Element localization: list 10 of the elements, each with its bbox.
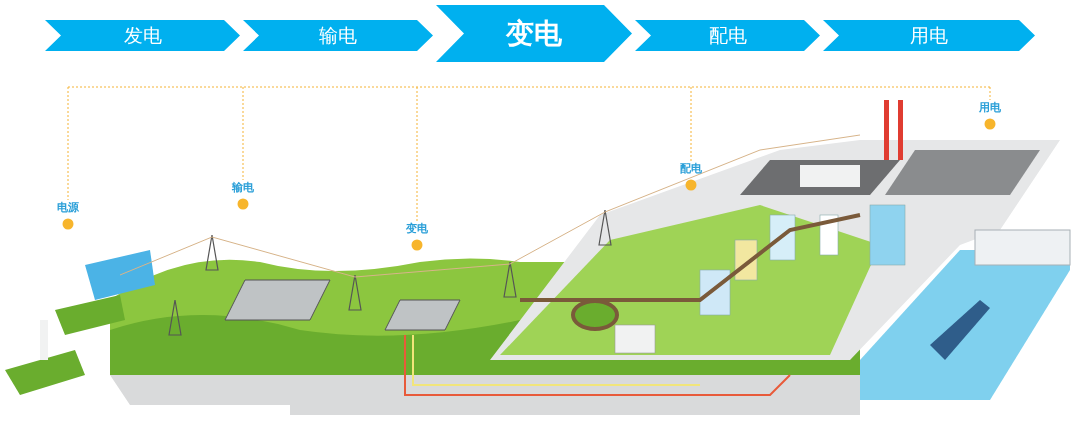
stage-label: 配电 [680,161,702,176]
stage-label: 变电 [406,221,428,236]
stage-banner: 用电 [823,20,1035,51]
stage-banner: 发电 [45,20,240,51]
stage-label: 用电 [979,100,1001,115]
stage-label: 电源 [57,200,79,215]
stage-banner: 配电 [635,20,820,51]
stage-banner: 输电 [243,20,433,51]
stage-banner: 变电 [436,5,632,62]
stage-label: 输电 [232,180,254,195]
